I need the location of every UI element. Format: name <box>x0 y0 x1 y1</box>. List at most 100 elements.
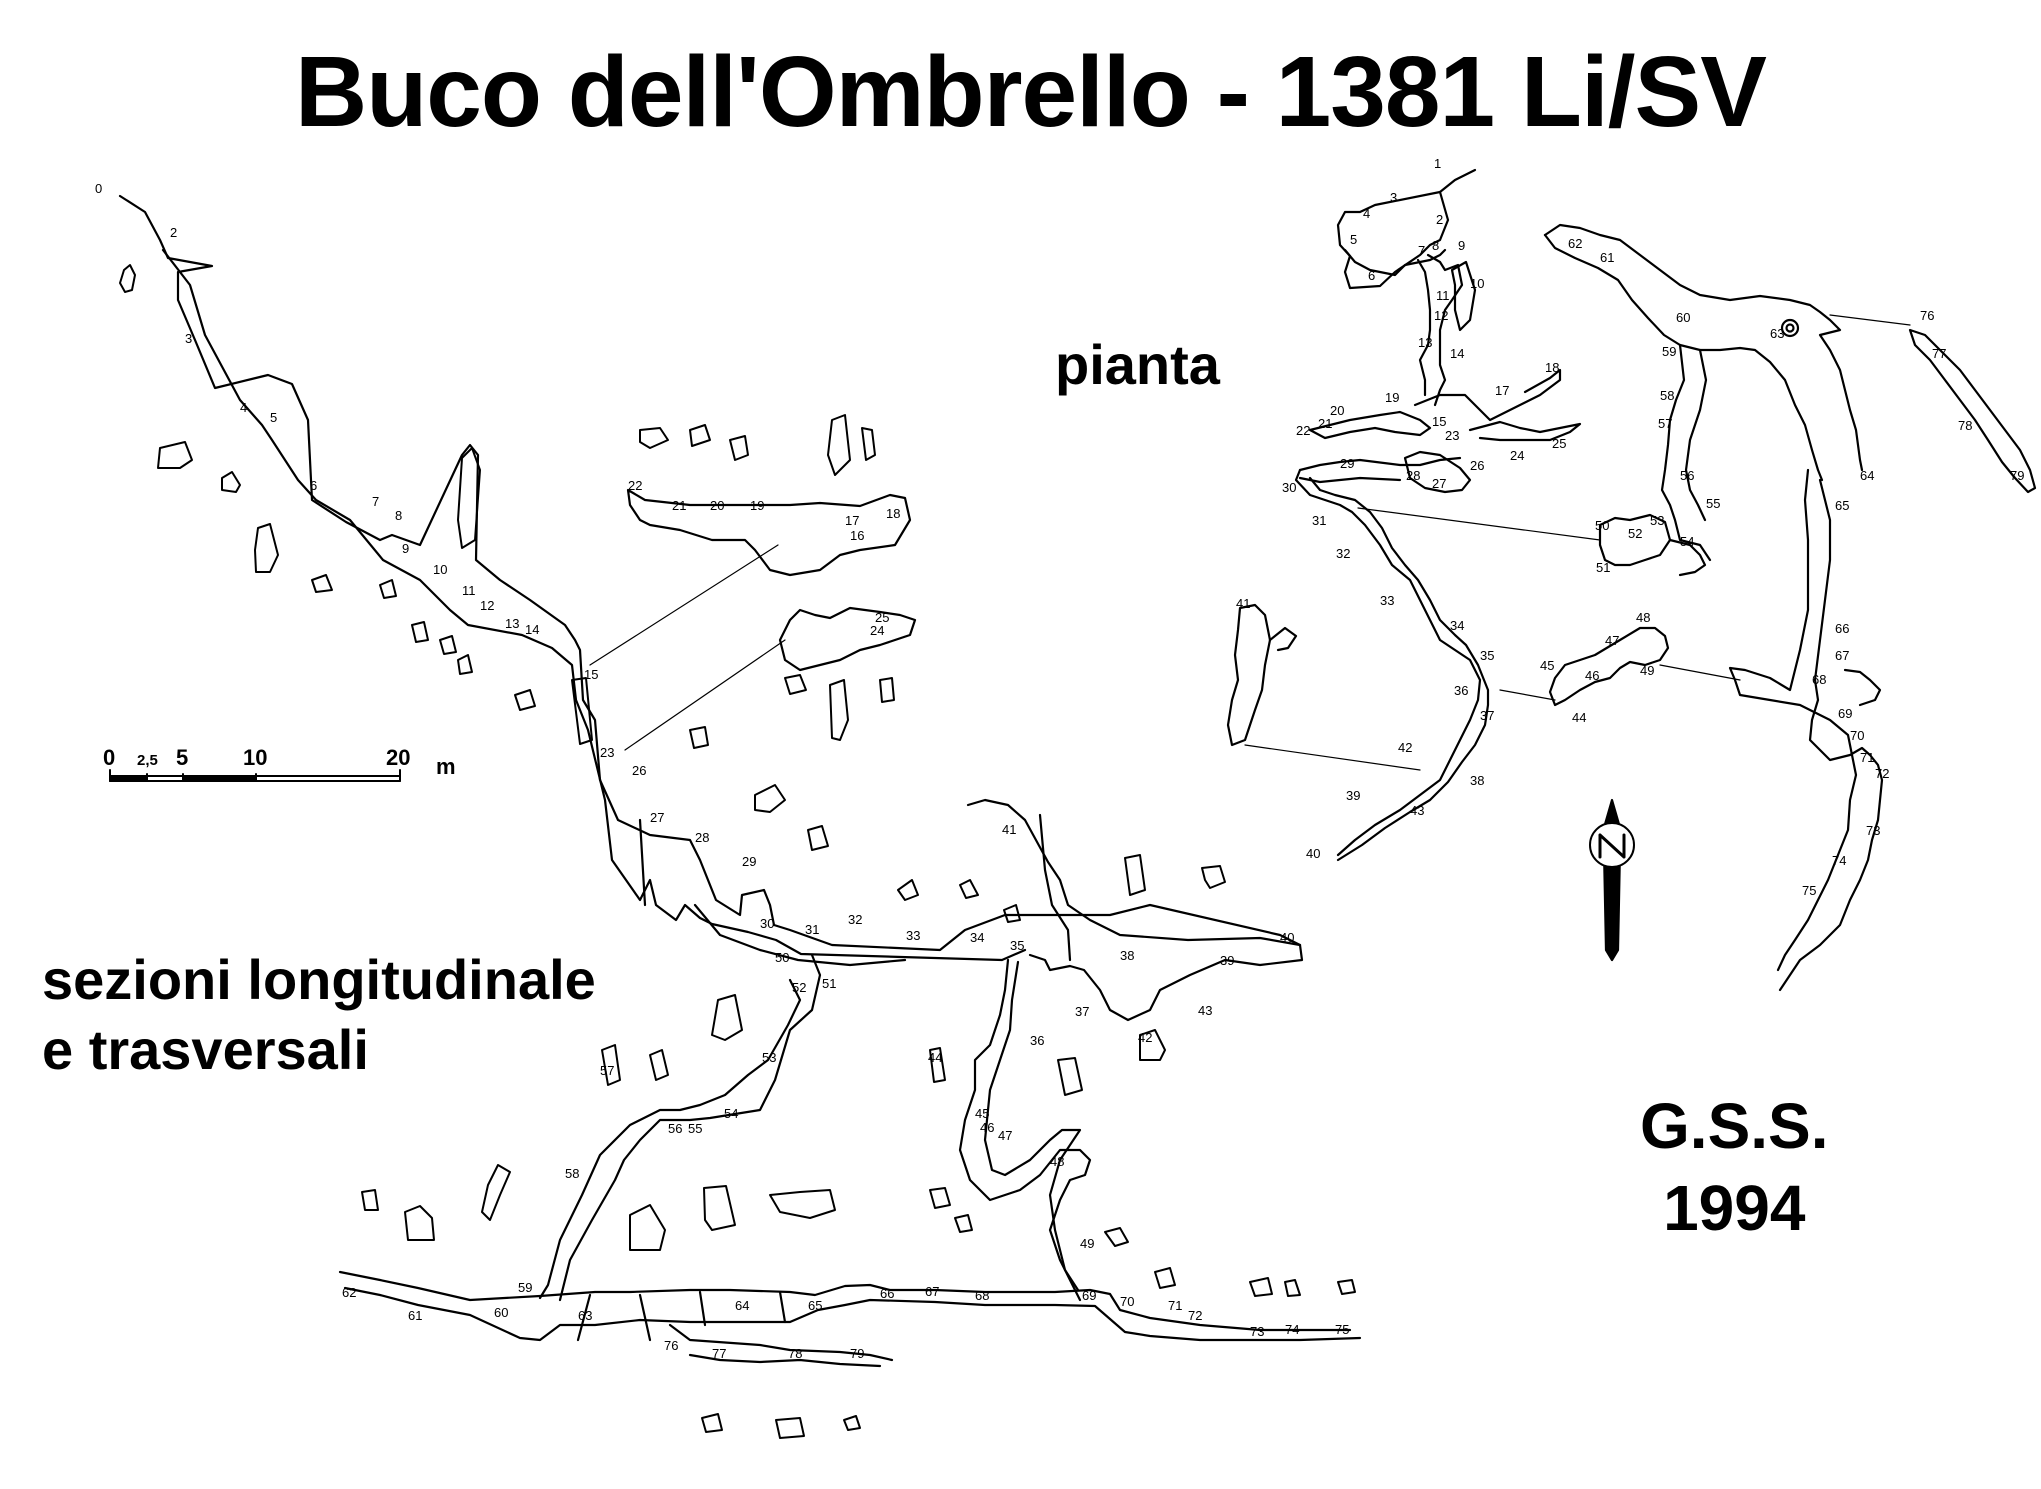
station-number: 15 <box>1432 414 1446 429</box>
station-number: 52 <box>1628 526 1642 541</box>
station-number: 74 <box>1832 853 1846 868</box>
station-number: 72 <box>1875 766 1889 781</box>
station-number: 75 <box>1802 883 1816 898</box>
station-number: 73 <box>1866 823 1880 838</box>
station-number: 18 <box>1545 360 1559 375</box>
station-number: 42 <box>1138 1030 1152 1045</box>
station-number: 68 <box>975 1288 989 1303</box>
station-number: 62 <box>342 1285 356 1300</box>
station-number: 47 <box>1605 633 1619 648</box>
station-number: 61 <box>408 1308 422 1323</box>
station-number: 67 <box>925 1284 939 1299</box>
station-number: 26 <box>1470 458 1484 473</box>
station-number: 27 <box>1432 476 1446 491</box>
station-number: 52 <box>792 980 806 995</box>
station-number: 2 <box>170 225 177 240</box>
station-number: 45 <box>1540 658 1554 673</box>
station-number: 49 <box>1080 1236 1094 1251</box>
scale-bar-labels: 0 2,5 5 10 20 m <box>103 745 456 779</box>
station-number: 41 <box>1002 822 1016 837</box>
station-number: 54 <box>724 1106 738 1121</box>
station-number: 65 <box>808 1298 822 1313</box>
station-number: 55 <box>688 1121 702 1136</box>
station-number: 47 <box>998 1128 1012 1143</box>
station-number: 75 <box>1335 1322 1349 1337</box>
station-number: 53 <box>762 1050 776 1065</box>
station-number: 3 <box>185 331 192 346</box>
station-number: 50 <box>775 950 789 965</box>
station-number: 26 <box>632 763 646 778</box>
station-number: 15 <box>584 667 598 682</box>
station-number: 42 <box>1398 740 1412 755</box>
station-number: 68 <box>1812 672 1826 687</box>
station-number: 25 <box>875 610 889 625</box>
station-number: 37 <box>1075 1004 1089 1019</box>
longitudinal-section <box>118 194 1362 1368</box>
station-number: 4 <box>240 400 247 415</box>
station-number: 5 <box>1350 232 1357 247</box>
station-number: 76 <box>664 1338 678 1353</box>
scale-tick-label: 5 <box>176 745 188 770</box>
station-number: 13 <box>1418 335 1432 350</box>
station-number: 35 <box>1010 938 1024 953</box>
station-number: 63 <box>578 1308 592 1323</box>
station-number: 71 <box>1168 1298 1182 1313</box>
station-number: 67 <box>1835 648 1849 663</box>
sections-label-line1: sezioni longitudinale <box>42 948 596 1011</box>
station-number: 24 <box>870 623 884 638</box>
station-number: 70 <box>1850 728 1864 743</box>
station-number: 10 <box>1470 276 1484 291</box>
station-number: 3 <box>1390 190 1397 205</box>
station-number: 40 <box>1306 846 1320 861</box>
cross-sections <box>119 264 1356 1439</box>
station-number: 57 <box>600 1063 614 1078</box>
station-number: 66 <box>1835 621 1849 636</box>
station-number: 48 <box>1636 610 1650 625</box>
north-arrow <box>1589 798 1635 962</box>
station-number: 74 <box>1285 1322 1299 1337</box>
station-number: 12 <box>480 598 494 613</box>
station-number: 66 <box>880 1286 894 1301</box>
station-number: 31 <box>1312 513 1326 528</box>
plan-view-label: pianta <box>1055 333 1220 396</box>
station-number: 29 <box>1340 456 1354 471</box>
station-number: 5 <box>270 410 277 425</box>
station-number: 8 <box>1432 238 1439 253</box>
station-number: 36 <box>1030 1033 1044 1048</box>
station-number: 40 <box>1280 930 1294 945</box>
station-number: 50 <box>1595 518 1609 533</box>
credit-year: 1994 <box>1663 1172 1806 1244</box>
scale-unit: m <box>436 754 456 779</box>
station-number: 30 <box>1282 480 1296 495</box>
station-number: 33 <box>906 928 920 943</box>
station-number: 70 <box>1120 1294 1134 1309</box>
station-number: 14 <box>1450 346 1464 361</box>
station-number: 58 <box>1660 388 1674 403</box>
station-number: 4 <box>1363 206 1370 221</box>
credit-group: G.S.S. <box>1640 1090 1829 1162</box>
station-number: 64 <box>1860 468 1874 483</box>
sections-label: sezioni longitudinale e trasversali <box>42 945 596 1085</box>
station-number: 22 <box>1296 423 1310 438</box>
station-number: 6 <box>310 478 317 493</box>
station-number: 56 <box>1680 468 1694 483</box>
station-number: 11 <box>462 583 476 598</box>
station-number: 39 <box>1220 953 1234 968</box>
station-number: 49 <box>1640 663 1654 678</box>
station-number: 51 <box>1596 560 1610 575</box>
station-number: 2 <box>1436 212 1443 227</box>
station-number: 7 <box>372 494 379 509</box>
survey-credit: G.S.S. 1994 <box>1640 1085 1829 1249</box>
station-number: 11 <box>1436 288 1450 303</box>
station-number: 64 <box>735 1298 749 1313</box>
station-number: 56 <box>668 1121 682 1136</box>
station-number: 8 <box>395 508 402 523</box>
station-number: 35 <box>1480 648 1494 663</box>
station-number: 17 <box>1495 383 1509 398</box>
scale-tick-label: 0 <box>103 745 115 770</box>
station-number: 54 <box>1680 534 1694 549</box>
station-number: 6 <box>1368 268 1375 283</box>
station-number: 20 <box>1330 403 1344 418</box>
